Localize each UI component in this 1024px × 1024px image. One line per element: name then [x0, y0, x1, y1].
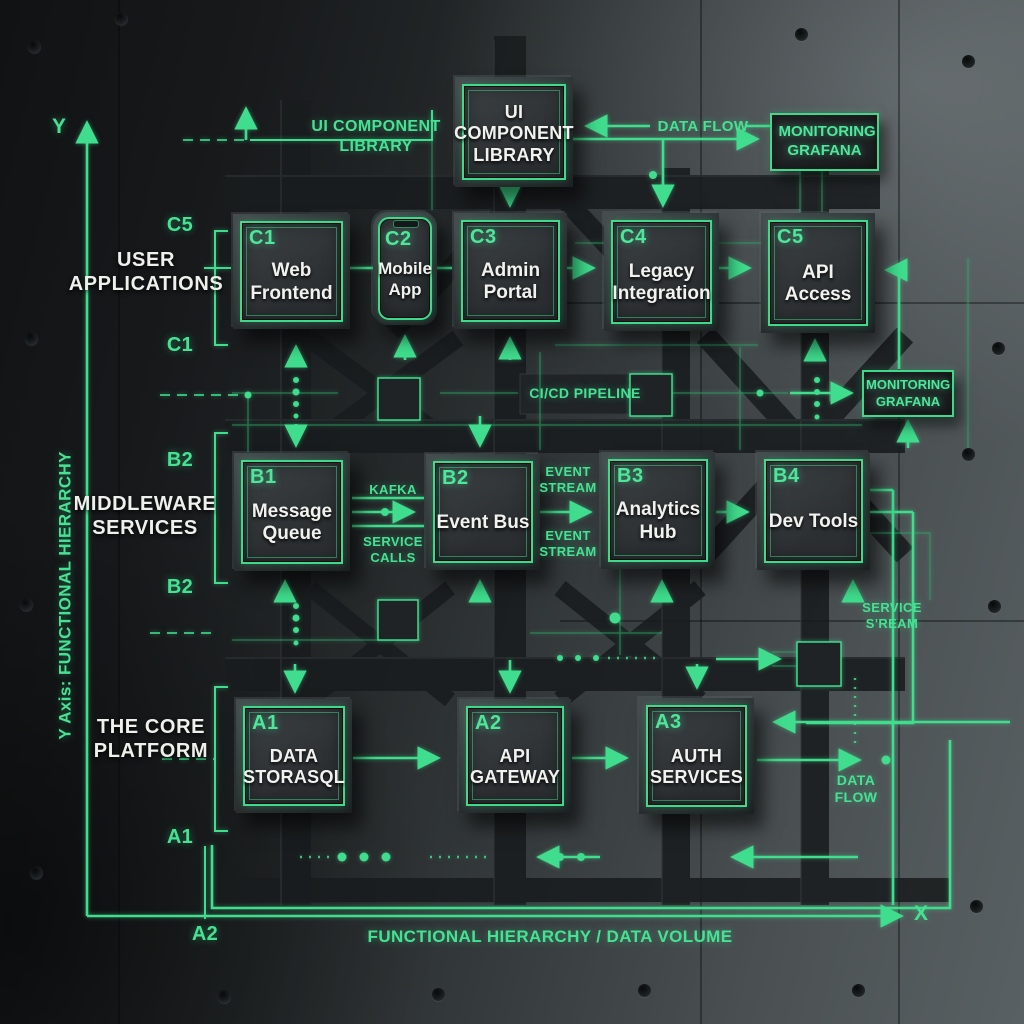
- node-name: Message Queue: [251, 500, 333, 544]
- y-tick-b2-lower: B2: [166, 576, 194, 598]
- node-ui-component-library: UI COMPONENT LIBRARY: [454, 77, 574, 187]
- tier-label-user-applications: USER APPLICATIONS: [68, 249, 224, 295]
- node-name: DATA STORASQL: [242, 745, 346, 787]
- node-name: API GATEWAY: [469, 745, 561, 787]
- node-name: Dev Tools: [768, 510, 859, 532]
- node-name: AUTH SERVICES: [649, 745, 744, 787]
- signal-dots: [244, 171, 891, 862]
- node-code: B1: [250, 466, 277, 488]
- node-monitoring-grafana-right: MONITORING GRAFANA: [862, 370, 954, 417]
- node-dev-tools: B4 Dev Tools: [757, 452, 870, 570]
- node-code: C5: [777, 226, 804, 248]
- node-api-access: C5 API Access: [761, 213, 875, 333]
- node-name: API Access: [784, 261, 852, 305]
- node-code: C4: [620, 226, 647, 248]
- node-name: Mobile App: [378, 259, 432, 299]
- node-mobile-app: C2 Mobile App: [373, 212, 437, 325]
- label-event-stream-upper: EVENT STREAM: [539, 464, 597, 495]
- node-code: A1: [252, 712, 279, 734]
- flow-arrows: [210, 106, 1010, 910]
- y-axis-title: Y Axis: FUNCTIONAL HIERARCHY: [55, 451, 75, 740]
- x-axis-title: FUNCTIONAL HIERARCHY / DATA VOLUME: [367, 927, 733, 946]
- node-api-gateway: A2 API GATEWAY: [459, 699, 571, 813]
- label-cicd-pipeline: CI/CD PIPELINE: [529, 385, 641, 401]
- y-tick-a1: A1: [166, 826, 194, 848]
- junction-nodes: [377, 373, 842, 687]
- node-message-queue: B1 Message Queue: [234, 453, 350, 571]
- y-tick-c5: C5: [166, 214, 194, 236]
- node-event-bus: B2 Event Bus: [426, 454, 540, 570]
- node-monitoring-grafana-top: MONITORING GRAFANA: [770, 113, 879, 171]
- x-axis-letter: X: [914, 902, 929, 925]
- dotted-lines: [300, 656, 857, 859]
- node-legacy-integration: C4 Legacy Integration: [604, 213, 719, 331]
- node-code: C2: [385, 228, 412, 250]
- dashed-lines: [150, 139, 250, 760]
- node-name: Event Bus: [436, 511, 530, 533]
- node-web-frontend: C1 Web Frontend: [233, 214, 350, 329]
- x-tick-a2: A2: [191, 923, 219, 945]
- y-axis-letter: Y: [52, 115, 67, 138]
- node-name: Analytics Hub: [615, 499, 701, 543]
- node-admin-portal: C3 Admin Portal: [454, 213, 567, 329]
- node-code: B3: [617, 465, 644, 487]
- node-name: Legacy Integration: [612, 260, 711, 304]
- axis-brackets: [204, 110, 433, 919]
- label-data-flow-top: DATA FLOW: [657, 118, 749, 135]
- node-name: UI COMPONENT LIBRARY: [454, 102, 574, 165]
- panel-title: MONITORING GRAFANA: [866, 377, 951, 409]
- node-code: B4: [773, 465, 800, 487]
- concrete-seam: [560, 620, 1024, 622]
- panel-title: MONITORING GRAFANA: [778, 123, 876, 159]
- tier-label-middleware-services: MIDDLEWARE SERVICES: [73, 493, 217, 539]
- node-analytics-hub: B3 Analytics Hub: [601, 452, 715, 569]
- label-data-flow-right: DATA FLOW: [834, 772, 878, 806]
- node-code: C3: [470, 226, 497, 248]
- y-tick-c1: C1: [166, 334, 194, 356]
- tier-label-core-platform: THE CORE PLATFORM: [93, 716, 209, 762]
- node-code: B2: [442, 467, 469, 489]
- node-code: C1: [249, 227, 276, 249]
- label-event-stream-lower: EVENT STREAM: [539, 528, 597, 559]
- concrete-seam: [118, 0, 120, 1024]
- node-name: Web Frontend: [250, 260, 333, 304]
- phone-notch-icon: [393, 220, 419, 228]
- label-ui-component-library: UI COMPONENT LIBRARY: [311, 118, 441, 155]
- label-service-calls: SERVICE CALLS: [363, 534, 423, 565]
- node-auth-services: A3 AUTH SERVICES: [639, 698, 754, 814]
- node-code: A2: [475, 712, 502, 734]
- label-kafka: KAFKA: [369, 482, 417, 497]
- node-data-storasql: A1 DATA STORASQL: [236, 699, 352, 813]
- node-name: Admin Portal: [480, 259, 541, 303]
- node-code: A3: [655, 711, 682, 733]
- y-tick-b2-upper: B2: [166, 449, 194, 471]
- axes: [75, 120, 904, 928]
- label-service-stream: SERVICE S'REAM: [862, 600, 922, 631]
